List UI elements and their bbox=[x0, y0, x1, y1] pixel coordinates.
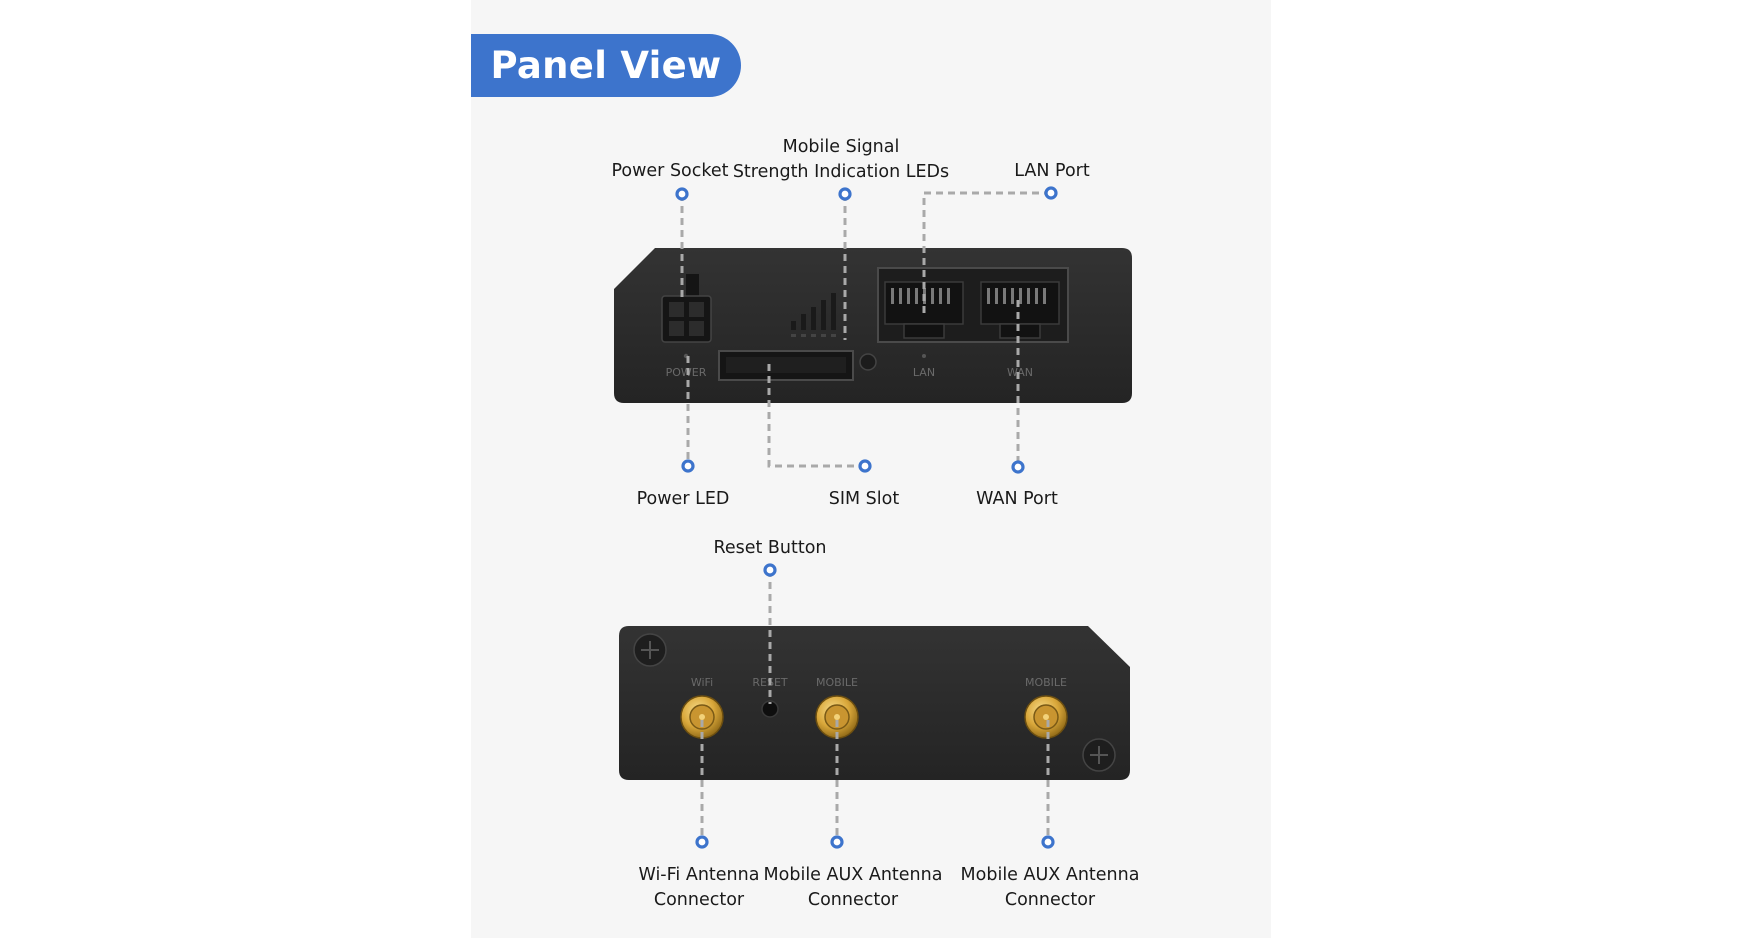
label-reset-button: Reset Button bbox=[713, 538, 826, 558]
label-wifi-line1: Wi-Fi Antenna bbox=[639, 865, 760, 885]
mobile-aux-antenna-connector-1 bbox=[815, 695, 859, 739]
mobile-aux-antenna-connector-2 bbox=[1024, 695, 1068, 739]
label-mobile-signal-line2: Strength Indication LEDs bbox=[733, 162, 949, 182]
sim-slot bbox=[718, 350, 854, 381]
back-panel-device: WiFi RESET MOBILE MOBILE bbox=[619, 626, 1130, 780]
screw-top-left bbox=[633, 633, 667, 667]
front-panel-device: POWER bbox=[614, 248, 1132, 403]
lan-print: LAN bbox=[913, 366, 935, 379]
back-leader-dots bbox=[695, 563, 1055, 849]
diagram-background bbox=[471, 0, 1271, 938]
signal-strength-leds bbox=[791, 293, 836, 337]
wifi-antenna-connector bbox=[680, 695, 724, 739]
page-title: Panel View bbox=[471, 34, 741, 97]
label-aux1-line2: Connector bbox=[808, 890, 899, 910]
label-power-led: Power LED bbox=[637, 489, 730, 509]
label-lan-port: LAN Port bbox=[1014, 161, 1090, 181]
power-print: POWER bbox=[666, 366, 707, 379]
label-wifi-line2: Connector bbox=[654, 890, 745, 910]
front-leader-lines bbox=[680, 191, 1051, 468]
label-mobile-signal-line1: Mobile Signal bbox=[783, 137, 900, 157]
mobile-print-1: MOBILE bbox=[816, 676, 858, 689]
wifi-print: WiFi bbox=[691, 676, 713, 689]
power-socket bbox=[661, 274, 712, 343]
label-aux1-line1: Mobile AUX Antenna bbox=[764, 865, 943, 885]
back-leader-lines bbox=[700, 570, 1050, 842]
label-power-socket: Power Socket bbox=[611, 161, 728, 181]
label-aux2-line2: Connector bbox=[1005, 890, 1096, 910]
wan-print: WAN bbox=[1007, 366, 1033, 379]
screw-bottom-right bbox=[1082, 738, 1116, 772]
wan-port bbox=[980, 281, 1060, 339]
label-aux2-line1: Mobile AUX Antenna bbox=[961, 865, 1140, 885]
reset-button bbox=[761, 700, 779, 718]
front-leader-dots bbox=[675, 186, 1058, 474]
label-wan-port: WAN Port bbox=[976, 489, 1058, 509]
mobile-print-2: MOBILE bbox=[1025, 676, 1067, 689]
label-sim-slot: SIM Slot bbox=[829, 489, 900, 509]
front-indicator-hole bbox=[859, 353, 877, 371]
